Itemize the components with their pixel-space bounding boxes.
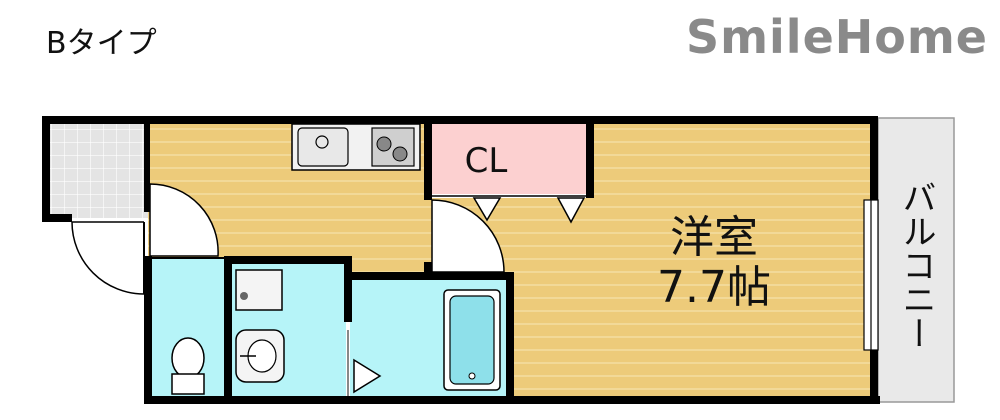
closet-label: CL — [465, 141, 508, 181]
closet-door-right — [556, 197, 586, 224]
kitchen-counter — [291, 123, 421, 171]
western-room-door — [431, 199, 505, 273]
entrance-tile-floor — [48, 122, 148, 218]
balcony-label: バルコニー — [896, 180, 936, 350]
brand-logo-text: SmileHome — [685, 10, 988, 64]
balcony-window — [863, 199, 879, 351]
stove-icon — [371, 127, 415, 167]
washing-machine-icon — [235, 269, 283, 311]
western-room-floor-lower — [512, 198, 602, 402]
closet-door-left — [472, 197, 502, 222]
closet-floor — [430, 122, 586, 194]
washbasin-icon — [235, 329, 285, 383]
western-room-size: 7.7帖 — [657, 262, 771, 313]
sink-icon — [297, 127, 349, 167]
toilet-icon — [171, 337, 205, 395]
western-room-floor — [594, 122, 870, 402]
western-room-label: 洋室 — [670, 212, 758, 263]
balcony-floor — [877, 117, 955, 403]
entrance-door — [71, 221, 145, 295]
hall-door — [149, 183, 219, 257]
washroom-door — [353, 358, 382, 394]
bathtub-icon — [443, 289, 501, 391]
plan-type-title: Bタイプ — [46, 26, 157, 61]
